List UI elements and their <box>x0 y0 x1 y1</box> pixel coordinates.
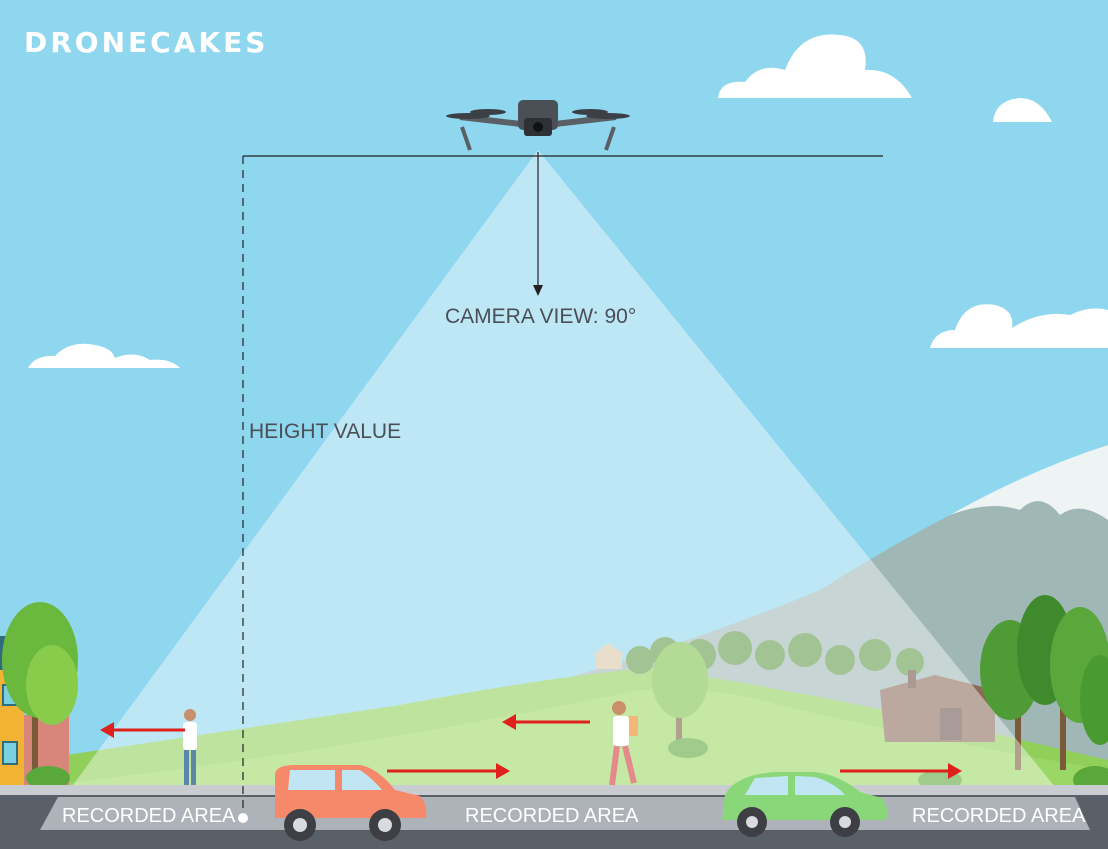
arrow-right-icon <box>840 763 962 779</box>
recorded-area-label-center: RECORDED AREA <box>465 805 639 827</box>
cabin <box>880 670 995 742</box>
brand-logo: DRONECAKES <box>24 26 269 59</box>
green-car <box>722 772 888 837</box>
mountain-snow <box>950 445 1108 520</box>
arrow-left-icon <box>100 722 185 738</box>
recorded-area-label-left: RECORDED AREA <box>62 805 236 827</box>
recorded-area-label-right: RECORDED AREA <box>912 805 1086 827</box>
cloud <box>930 304 1108 348</box>
camera-view-cone <box>40 150 1090 830</box>
arrow-left-icon <box>502 714 590 730</box>
ground-point <box>238 813 248 823</box>
distant-house <box>593 643 625 669</box>
camera-view-label: CAMERA VIEW: 90° <box>445 305 637 328</box>
cloud <box>993 98 1052 122</box>
pilot-person <box>183 709 197 785</box>
arrow-right-icon <box>387 763 510 779</box>
cloud <box>28 343 180 368</box>
orange-car <box>275 765 427 841</box>
walker-person <box>609 701 638 786</box>
tree <box>652 642 708 745</box>
forest <box>980 595 1108 770</box>
height-value-label: HEIGHT VALUE <box>249 420 402 443</box>
cloud <box>718 34 912 98</box>
camera-direction-arrowhead <box>533 285 543 296</box>
drone-icon <box>446 100 630 151</box>
tree <box>2 602 78 785</box>
